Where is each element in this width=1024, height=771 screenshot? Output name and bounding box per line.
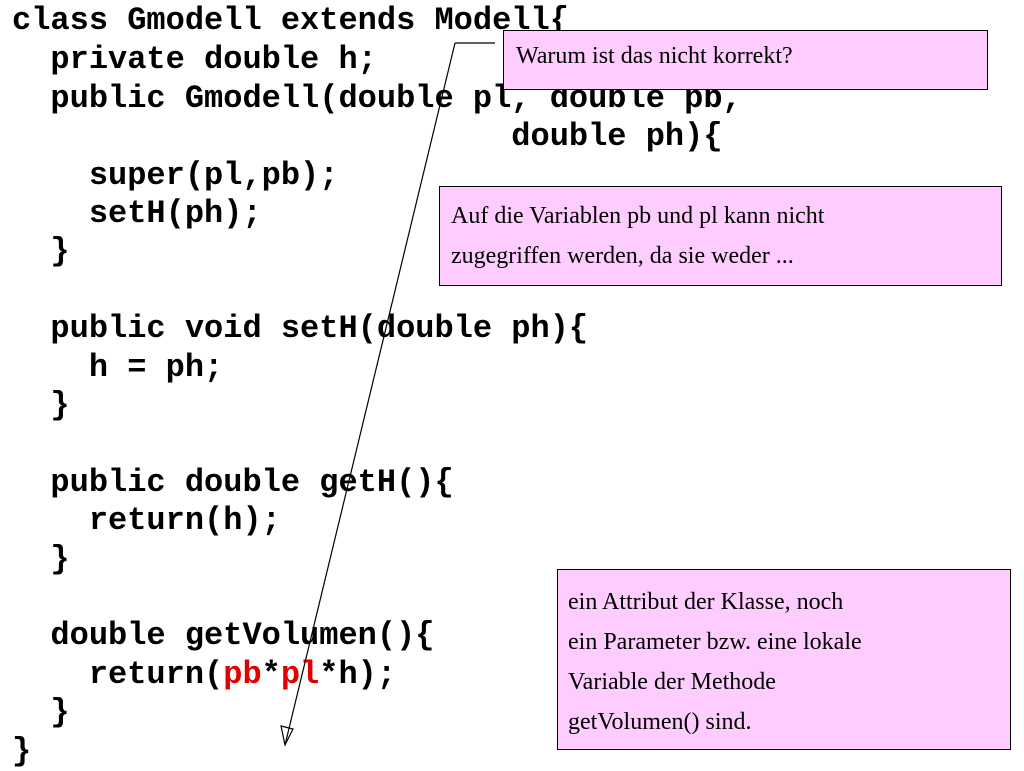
answer-part2-line: ein Parameter bzw. eine lokale: [568, 629, 862, 655]
highlighted-pb: pb: [223, 656, 262, 693]
code-line-super-call: super(pl,pb);: [12, 157, 339, 194]
return-prefix: return(: [12, 656, 224, 693]
code-line-getvolumen-signature: double getVolumen(){: [12, 617, 435, 654]
answer-part1-line: zugegriffen werden, da sie weder ...: [451, 243, 794, 269]
code-line-class-declaration: class Gmodell extends Modell{: [12, 2, 569, 39]
code-line-seth-call: setH(ph);: [12, 195, 262, 232]
answer-note-part1: Auf die Variablen pb und pl kann nicht z…: [439, 186, 1002, 286]
code-line-geth-close: }: [12, 541, 70, 578]
code-line-class-close: }: [12, 733, 32, 770]
code-line-geth-signature: public double getH(){: [12, 464, 454, 501]
arrow-stem: [284, 42, 456, 746]
return-rest: *h);: [319, 656, 397, 693]
code-line-geth-body: return(h);: [12, 502, 281, 539]
code-line-constructor-close: }: [12, 233, 70, 270]
code-line-getvolumen-return: return(pb*pl*h);: [12, 656, 396, 694]
answer-part2-line: Variable der Methode: [568, 669, 776, 695]
highlighted-pl: pl: [280, 656, 320, 693]
code-line-seth-close: }: [12, 387, 70, 424]
arrow-head: [280, 725, 294, 747]
code-line-getvolumen-close: }: [12, 694, 70, 731]
answer-note-part2: ein Attribut der Klasse, noch ein Parame…: [557, 569, 1011, 750]
code-line-seth-body: h = ph;: [12, 349, 224, 386]
return-star: *: [261, 656, 281, 693]
answer-part1-line: Auf die Variablen pb und pl kann nicht: [451, 203, 825, 229]
code-line-private-field: private double h;: [12, 41, 377, 78]
answer-part2-line: getVolumen() sind.: [568, 709, 752, 735]
code-line-seth-signature: public void setH(double ph){: [12, 310, 589, 347]
question-text: Warum ist das nicht korrekt?: [516, 43, 793, 69]
question-note: Warum ist das nicht korrekt?: [503, 30, 988, 90]
answer-part2-line: ein Attribut der Klasse, noch: [568, 589, 844, 615]
code-line-constructor-param-ph: double ph){: [12, 118, 723, 155]
